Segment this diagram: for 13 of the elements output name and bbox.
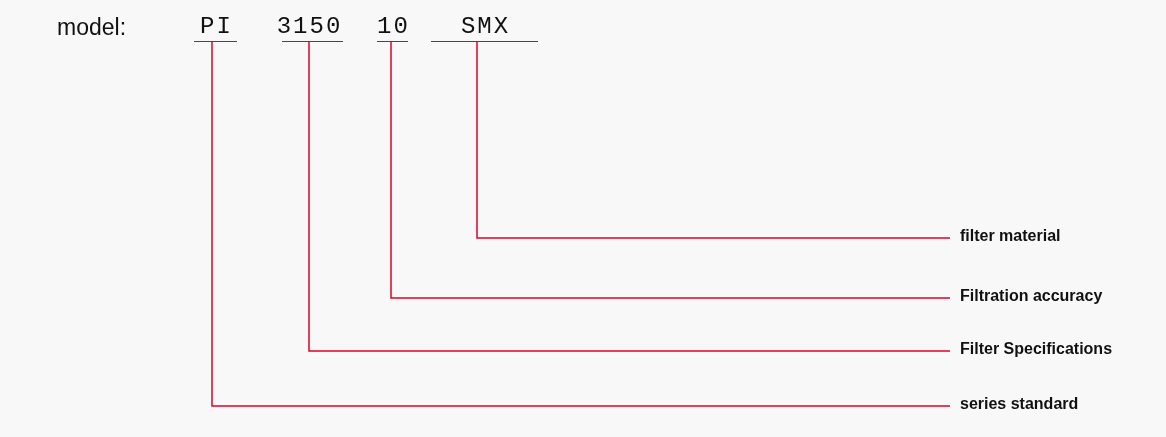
callout-label: series standard (950, 394, 1079, 414)
code-segment: 10 (374, 14, 411, 42)
callout-label: filter material (950, 226, 1061, 246)
callout-label: Filter Specifications (950, 339, 1113, 359)
leader-line (476, 41, 951, 239)
callout-label: Filtration accuracy (950, 286, 1103, 306)
leader-line (390, 41, 951, 299)
code-segment: PI (194, 14, 237, 42)
model-label: model: (57, 13, 127, 41)
leader-line (308, 41, 951, 352)
code-segment: 3150 (274, 14, 343, 42)
code-segment: SMX (431, 14, 538, 42)
leader-line (211, 41, 951, 407)
